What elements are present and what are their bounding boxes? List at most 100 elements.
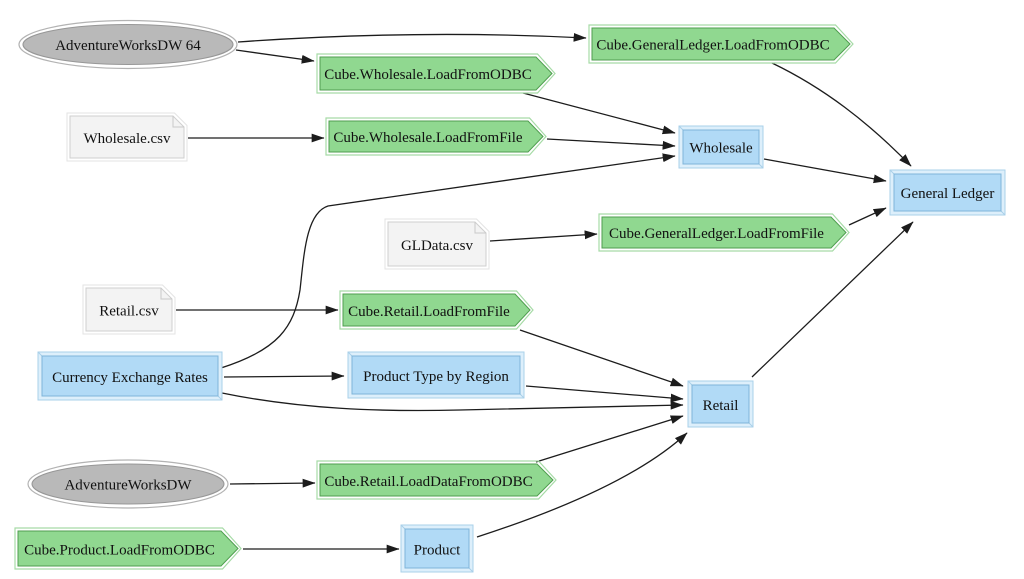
retail-border (691, 384, 750, 424)
retail-label: Retail (703, 398, 739, 414)
cube-product-loadfromodbc-label: Cube.Product.LoadFromODBC (24, 543, 215, 559)
cube-wholesale-loadfromodbc-outline (316, 53, 556, 94)
general-ledger-bevel-tl (889, 169, 895, 175)
node-retail-csv: Retail.csv (82, 284, 176, 335)
edge-wholesale-to-general_ledger (763, 158, 887, 184)
retail-csv-shape (86, 288, 172, 331)
adventureworksdw-shape (32, 464, 224, 504)
gldata-csv-label: GLData.csv (401, 238, 474, 254)
currency-exchange-rates-bevel-tl (37, 351, 43, 357)
adventureworksdw-64-border (22, 23, 234, 66)
adventureworksdw-64-shape (23, 24, 233, 65)
adventureworksdw-64-label: AdventureWorksDW 64 (55, 38, 201, 54)
cube-retail-loadfromfile-border (342, 293, 531, 327)
wholesale-csv-label: Wholesale.csv (83, 131, 171, 147)
currency-exchange-rates-label: Currency Exchange Rates (52, 370, 208, 386)
edge-currency_exchange_rates-to-retail (221, 392, 684, 412)
cube-wholesale-loadfromodbc-label: Cube.Wholesale.LoadFromODBC (324, 67, 531, 83)
edge-gldata_csv-to-cube_gl_file (489, 230, 598, 242)
cube-product-loadfromodbc-shape (18, 531, 238, 566)
node-cube-generalledger-loadfromodbc: Cube.GeneralLedger.LoadFromODBC (588, 24, 854, 64)
cube-generalledger-loadfromfile-label: Cube.GeneralLedger.LoadFromFile (609, 226, 824, 242)
gldata-csv-fold-icon (474, 222, 486, 234)
wholesale-border (682, 129, 760, 165)
cube-generalledger-loadfromodbc-shape (592, 28, 850, 60)
edge-cube_gl_odbc-to-general_ledger (771, 62, 912, 167)
gldata-csv-shape (388, 222, 486, 266)
edge-currency_exchange_rates-to-wholesale (220, 153, 676, 369)
cube-generalledger-loadfromodbc-outline (588, 24, 854, 64)
cube-wholesale-loadfromodbc-border (319, 56, 553, 91)
cube-product-loadfromodbc-outline (14, 527, 242, 570)
cube-generalledger-loadfromodbc-label: Cube.GeneralLedger.LoadFromODBC (596, 38, 829, 54)
cube-generalledger-loadfromfile-border (601, 216, 847, 249)
product-label: Product (414, 543, 461, 559)
edge-awdw64-to-cube_wholesale_odbc (235, 49, 315, 64)
general-ledger-shape (894, 174, 1001, 211)
node-cube-retail-loadfromfile: Cube.Retail.LoadFromFile (339, 290, 534, 330)
retail-shape (692, 385, 749, 423)
cube-retail-loaddatafromodbc-outline (316, 460, 557, 500)
node-gldata-csv: GLData.csv (384, 218, 490, 270)
general-ledger-bevel-br (1000, 210, 1006, 216)
cube-retail-loadfromfile-shape (343, 294, 530, 326)
retail-csv-border (85, 287, 173, 332)
cube-retail-loadfromfile-outline (339, 290, 534, 330)
retail-csv-outline (82, 284, 176, 335)
cube-wholesale-loadfromfile-label: Cube.Wholesale.LoadFromFile (333, 130, 522, 146)
wholesale-shape (683, 130, 759, 164)
adventureworksdw-outline (27, 459, 229, 509)
wholesale-csv-fold-icon (172, 116, 184, 128)
edge-currency_exchange_rates-to-product_type_by_region (223, 371, 345, 381)
node-adventureworksdw-64: AdventureWorksDW 64 (18, 19, 238, 70)
retail-bevel-br (748, 422, 754, 428)
cube-retail-loaddatafromodbc-label: Cube.Retail.LoadDataFromODBC (324, 474, 532, 490)
product-border (404, 528, 470, 569)
wholesale-csv-border (69, 115, 185, 159)
edge-retail-to-general_ledger (751, 221, 914, 378)
gldata-csv-border (387, 221, 487, 267)
product-type-by-region-bevel-tl (347, 351, 353, 357)
node-cube-generalledger-loadfromfile: Cube.GeneralLedger.LoadFromFile (598, 213, 850, 252)
product-type-by-region-bevel-br (519, 393, 525, 399)
cube-retail-loaddatafromodbc-border (319, 463, 554, 497)
edges-layer (176, 32, 914, 554)
cube-wholesale-loadfromfile-border (328, 120, 544, 153)
node-cube-wholesale-loadfromodbc: Cube.Wholesale.LoadFromODBC (316, 53, 556, 94)
product-type-by-region-label: Product Type by Region (363, 369, 509, 385)
wholesale-label: Wholesale (689, 141, 753, 157)
product-bevel-br (468, 567, 474, 573)
edge-cube_retail_dataodbc-to-retail (535, 415, 684, 463)
wholesale-bevel-br (758, 163, 764, 169)
adventureworksdw-label: AdventureWorksDW (64, 478, 192, 494)
cube-retail-loadfromfile-label: Cube.Retail.LoadFromFile (348, 304, 510, 320)
currency-exchange-rates-bevel-br (217, 395, 223, 401)
general-ledger-label: General Ledger (901, 186, 995, 202)
cube-generalledger-loadfromfile-shape (602, 217, 846, 248)
adventureworksdw-64-outline (18, 19, 238, 70)
product-shape (405, 529, 469, 568)
cube-generalledger-loadfromodbc-border (591, 27, 851, 61)
edge-product_type_by_region-to-retail (525, 385, 684, 403)
cube-product-loadfromodbc-border (17, 530, 239, 567)
edge-cube_wholesale_odbc-to-wholesale (522, 92, 676, 135)
general-ledger-border (893, 173, 1002, 212)
product-bevel-tl (400, 524, 406, 530)
cube-retail-loaddatafromodbc-shape (320, 464, 553, 496)
edge-cube_wholesale_file-to-wholesale (546, 138, 676, 150)
node-wholesale: Wholesale (678, 125, 764, 169)
node-cube-wholesale-loadfromfile: Cube.Wholesale.LoadFromFile (325, 117, 547, 156)
gldata-csv-outline (384, 218, 490, 270)
cube-wholesale-loadfromfile-shape (329, 121, 543, 152)
wholesale-csv-shape (70, 116, 184, 158)
edge-product-to-retail (476, 432, 688, 538)
retail-csv-label: Retail.csv (99, 304, 159, 320)
edge-cube_gl_file-to-general_ledger (848, 207, 887, 226)
currency-exchange-rates-shape (42, 356, 218, 396)
edge-awdw-to-cube_retail_dataodbc (229, 478, 316, 488)
node-retail: Retail (687, 380, 754, 428)
edge-cube_retail_file-to-retail (519, 329, 684, 387)
node-cube-product-loadfromodbc: Cube.Product.LoadFromODBC (14, 527, 242, 570)
